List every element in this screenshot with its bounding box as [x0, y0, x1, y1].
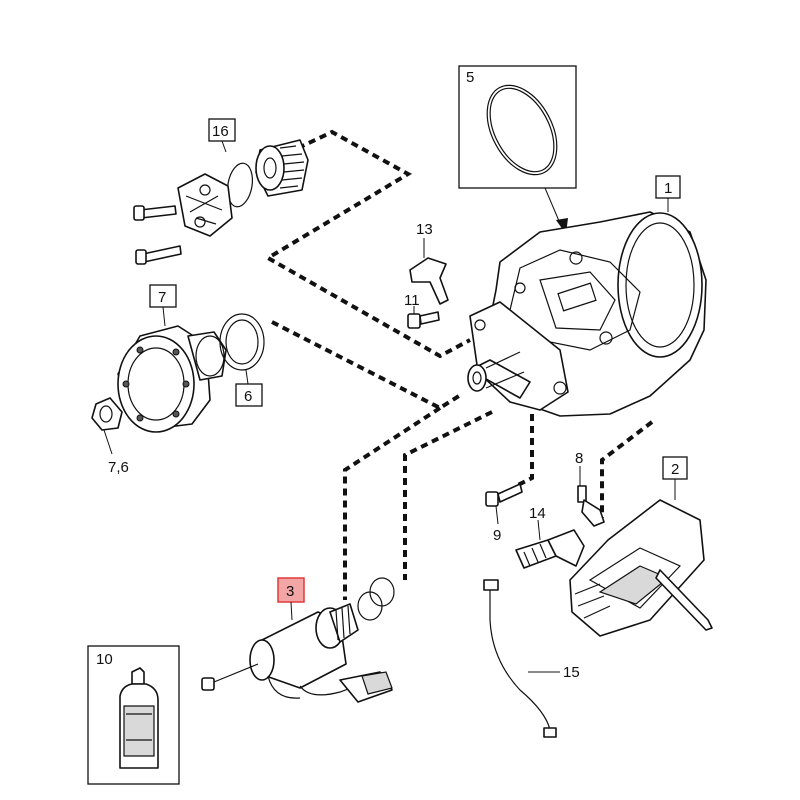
- callout-8: 8: [575, 450, 583, 467]
- callout-7: 7: [158, 289, 166, 306]
- part-10-fluid-bottle: [87, 645, 180, 785]
- callout-1: 1: [664, 180, 672, 197]
- callout-10: 10: [96, 651, 113, 668]
- callout-6: 6: [244, 388, 252, 405]
- part-3-highlight: [277, 577, 305, 603]
- part-13-bracket: [409, 238, 449, 305]
- assembly-dashed-lines: [264, 129, 654, 600]
- part-5-oring-inset: [458, 65, 577, 234]
- callout-7-6: 7,6: [108, 459, 129, 476]
- part-9-bolt: [485, 483, 523, 525]
- part-14-connector: [515, 519, 585, 569]
- callout-3: 3: [286, 583, 294, 600]
- callout-2: 2: [671, 461, 679, 478]
- callout-13: 13: [416, 221, 433, 238]
- callout-14: 14: [529, 505, 546, 522]
- part-7-coupling-housing: [91, 284, 227, 455]
- callout-labels: 1 2 3 5 6 7 7,6 8 9 10 11 13 14 15 16: [96, 69, 679, 681]
- part-15-wire-sensor: [483, 579, 560, 738]
- part-16-filter-housing: [133, 118, 309, 265]
- callout-9: 9: [493, 527, 501, 544]
- part-8-sensor: [577, 466, 605, 527]
- part-2-control-module: [569, 456, 713, 637]
- part-1-pump-housing: [467, 175, 707, 417]
- part-11-bolt: [407, 306, 440, 329]
- callout-5: 5: [466, 69, 474, 86]
- part-6-oring: [219, 313, 265, 407]
- callout-16: 16: [212, 123, 229, 140]
- part-3-pump-motor: [201, 577, 395, 703]
- callout-11: 11: [404, 292, 420, 309]
- callout-15: 15: [563, 664, 580, 681]
